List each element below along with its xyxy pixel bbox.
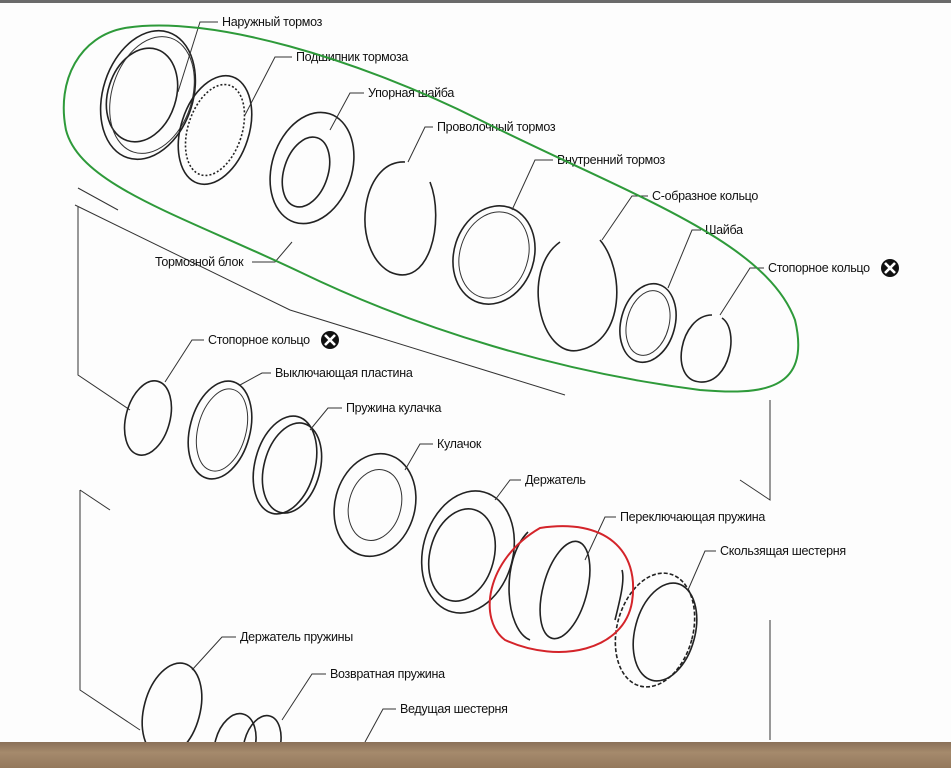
part-cam-spring <box>252 415 323 515</box>
label-snap-ring-2: Стопорное кольцо <box>208 333 310 347</box>
label-snap-ring-1: Стопорное кольцо <box>768 261 870 275</box>
label-cam-spring: Пружина кулачка <box>346 401 441 415</box>
x-in-circle-icon <box>879 257 901 279</box>
label-cam: Кулачок <box>437 437 482 451</box>
green-highlight-loop <box>62 24 800 393</box>
label-spring-holder: Держатель пружины <box>240 630 353 644</box>
leader-lines <box>164 21 764 743</box>
bracket-lines <box>74 187 771 740</box>
part-outer-brake <box>99 29 197 161</box>
part-thrust-washer <box>269 111 355 225</box>
label-wire-brake: Проволочный тормоз <box>437 120 556 134</box>
part-washer <box>619 282 677 364</box>
part-inner-brake <box>452 205 536 305</box>
part-c-ring <box>537 239 618 352</box>
label-return-spring: Возвратная пружина <box>330 667 445 681</box>
label-sliding-gear: Скользящая шестерня <box>720 544 846 558</box>
part-release-plate <box>187 380 253 480</box>
label-drive-gear: Ведущая шестерня <box>400 702 508 716</box>
label-washer: Шайба <box>705 223 743 237</box>
label-release-plate: Выключающая пластина <box>275 366 413 380</box>
label-brake-unit: Тормозной блок <box>155 255 244 269</box>
part-cam <box>333 452 417 558</box>
part-snap-ring-1 <box>680 314 732 383</box>
part-sliding-gear <box>614 572 698 688</box>
label-thrust-washer: Упорная шайба <box>368 86 454 100</box>
background-surface <box>0 742 951 768</box>
top-border <box>0 0 951 3</box>
label-brake-bearing: Подшипник тормоза <box>296 50 408 64</box>
label-holder: Держатель <box>525 473 586 487</box>
label-inner-brake: Внутренний тормоз <box>557 153 665 167</box>
label-switching-spring: Переключающая пружина <box>620 510 765 524</box>
red-highlight-loop <box>488 525 635 653</box>
label-c-ring: С-образное кольцо <box>652 189 758 203</box>
label-outer-brake: Наружный тормоз <box>222 15 323 29</box>
part-switching-spring <box>508 531 624 641</box>
part-brake-bearing <box>177 74 253 186</box>
part-snap-ring-2 <box>123 380 173 456</box>
part-wire-brake <box>364 161 437 276</box>
x-in-circle-icon <box>319 329 341 351</box>
